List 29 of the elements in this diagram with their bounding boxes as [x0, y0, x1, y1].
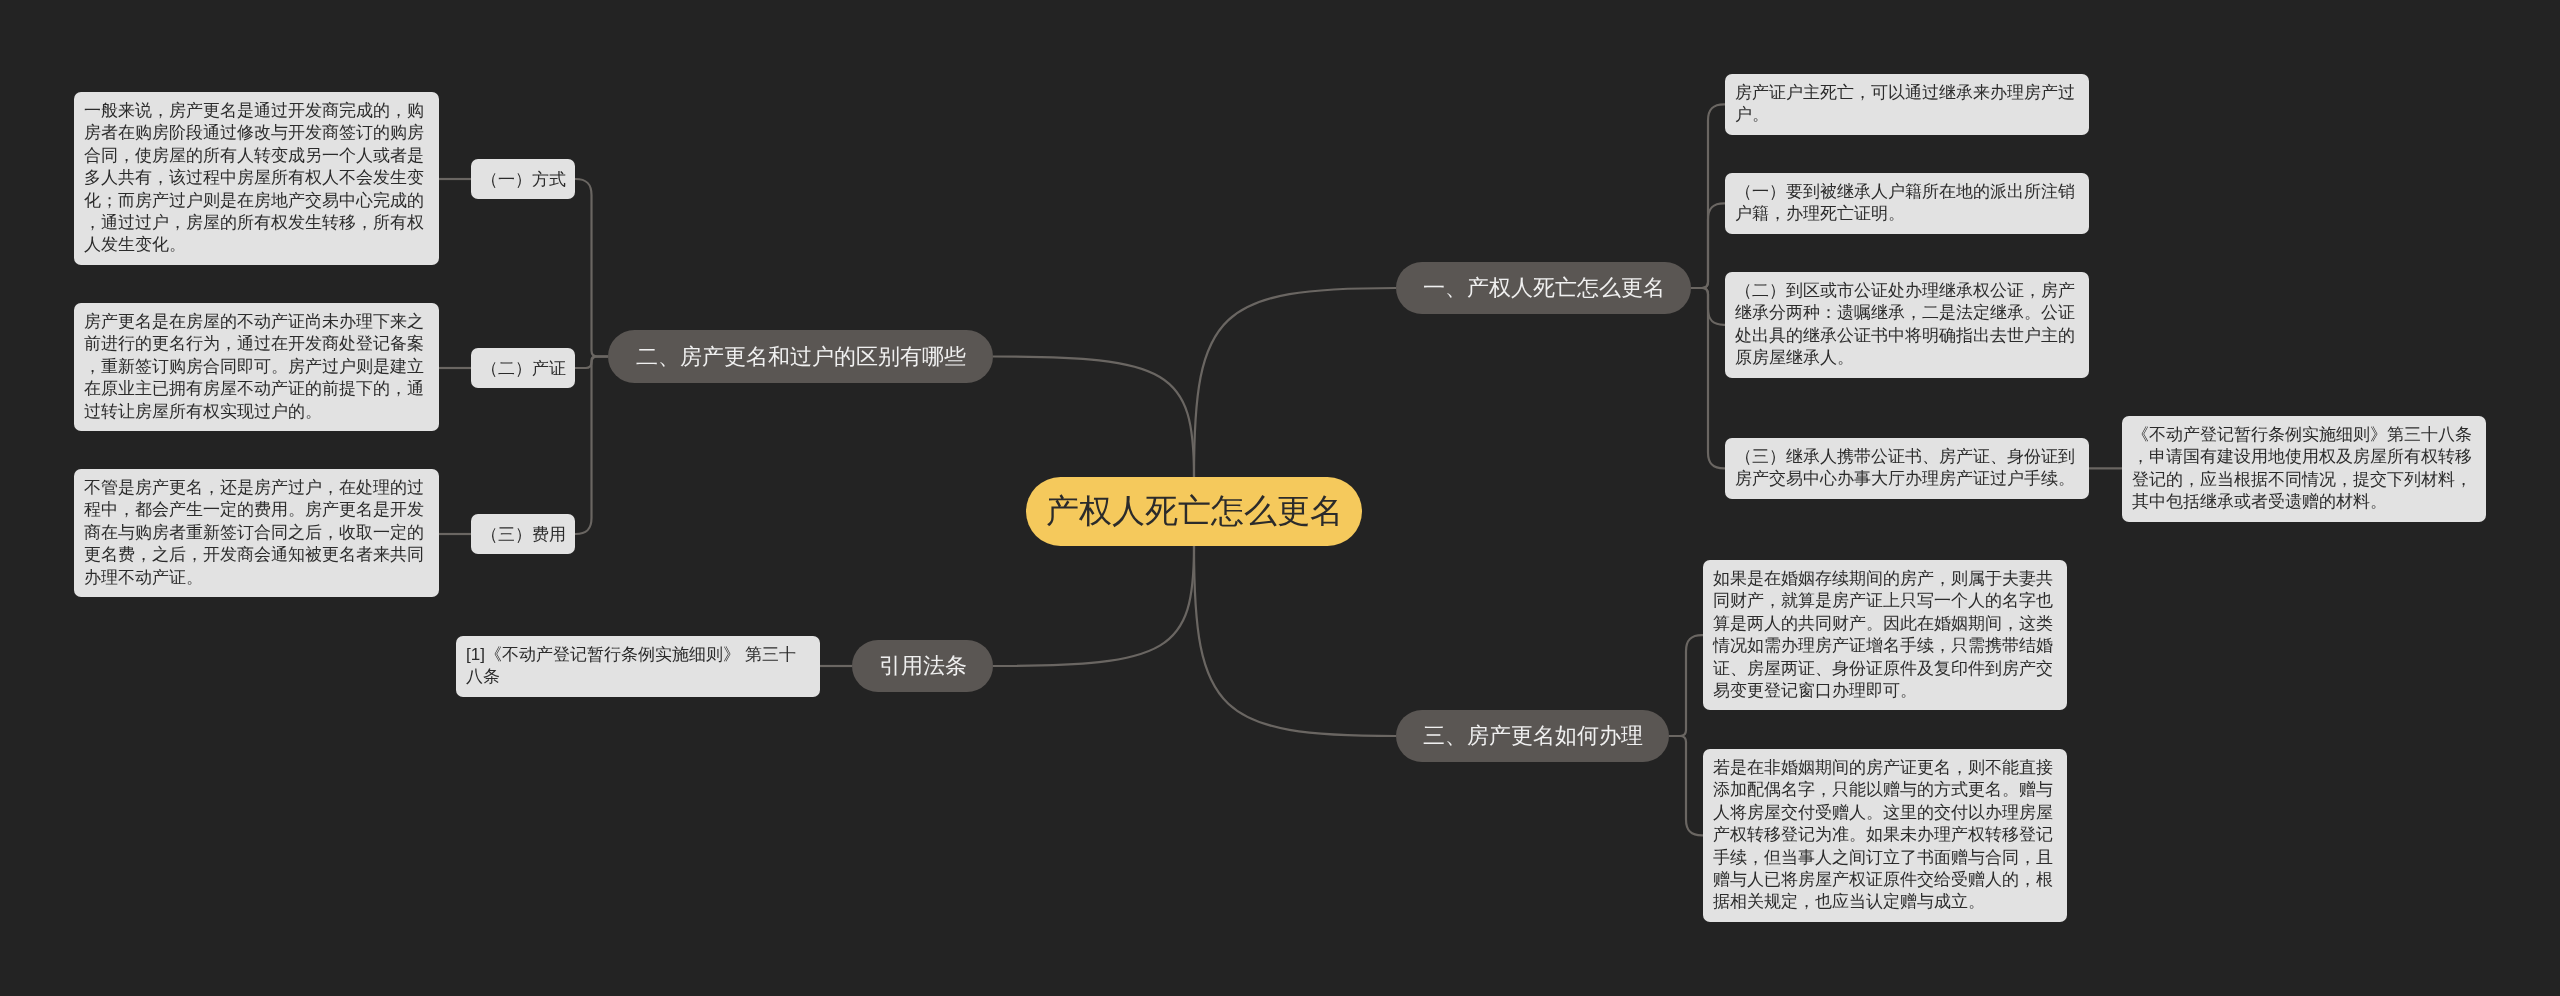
connector-line	[2089, 467, 2122, 470]
note-box: 房产证户主死亡，可以通过继承来办理房产过户。	[1725, 74, 2089, 135]
note-box: （二）到区或市公证处办理继承权公证，房产继承分两种：遗嘱继承，二是法定继承。公证处出具的继承公证书中将明确指出去世户主的原房屋继承人。	[1725, 272, 2089, 378]
connector-line	[993, 545, 1196, 668]
branch-topic: 三、房产更名如何办理	[1396, 710, 1669, 762]
note-box: （一）要到被继承人户籍所在地的派出所注销户籍，办理死亡证明。	[1725, 173, 2089, 234]
connector-line	[1691, 286, 1726, 470]
branch-topic: 引用法条	[852, 640, 993, 692]
subtopic-box: （三）费用	[471, 514, 575, 554]
connector-line	[439, 366, 471, 370]
connector-line	[1669, 734, 1704, 837]
subtopic-box: （二）产证	[471, 348, 575, 388]
note-box: 房产更名是在房屋的不动产证尚未办理下来之前进行的更名行为，通过在开发商处登记备案，重新签订购房合同即可。房产过户则是建立在原业主已拥有房屋不动产证的前提下的，通过转让房屋所有权实现过户的。	[74, 303, 439, 432]
note-box: （三）继承人携带公证书、房产证、身份证到房产交易中心办事大厅办理房产证过户手续。	[1725, 438, 2089, 499]
subtopic-box: （一）方式	[471, 159, 575, 199]
note-box: 《不动产登记暂行条例实施细则》第三十八条，申请国有建设用地使用权及房屋所有权转移登记的，应当根据不同情况，提交下列材料，其中包括继承或者受遗赠的材料。	[2122, 416, 2486, 522]
note-box: 如果是在婚姻存续期间的房产，则属于夫妻共同财产，就算是房产证上只写一个人的名字也算是两人的共同财产。因此在婚姻期间，这类情况如需办理房产证增名手续，只需携带结婚证、房屋两证、身份证原件及复印件到房产交易变更登记窗口办理即可。	[1703, 560, 2067, 711]
connector-line	[993, 355, 1196, 478]
branch-topic: 一、产权人死亡怎么更名	[1396, 262, 1691, 314]
connector-line	[820, 664, 852, 668]
note-box: 一般来说，房产更名是通过开发商完成的，购房者在购房阶段通过修改与开发商签订的购房合同，使房屋的所有人转变成另一个人或者是多人共有，该过程中房屋所有权人不会发生变化；而房产过户则是在房地产交易中心完成的，通过过户，房屋的所有权发生转移，所有权人发生变化。	[74, 92, 439, 265]
note-box: 不管是房产更名，还是房产过户，在处理的过程中，都会产生一定的费用。房产更名是开发商在与购房者重新签订合同之后，收取一定的更名费，之后，开发商会通知被更名者来共同办理不动产证。	[74, 469, 439, 598]
note-box: 若是在非婚姻期间的房产证更名，则不能直接添加配偶名字，只能以赠与的方式更名。赠与人将房屋交付受赠人。这里的交付以办理房屋产权转移登记为准。如果未办理产权转移登记手续，但当事人之间订立了书面赠与合同，且赠与人已将房屋产权证原件交给受赠人的，根据相关规定，也应当认定赠与成立。	[1703, 749, 2067, 922]
central-topic: 产权人死亡怎么更名	[1026, 477, 1362, 546]
connector-line	[574, 355, 608, 536]
note-box: [1]《不动产登记暂行条例实施细则》 第三十八条	[456, 636, 820, 697]
branch-topic: 二、房产更名和过户的区别有哪些	[608, 330, 993, 383]
connector-line	[439, 532, 471, 536]
connector-line	[439, 177, 471, 181]
